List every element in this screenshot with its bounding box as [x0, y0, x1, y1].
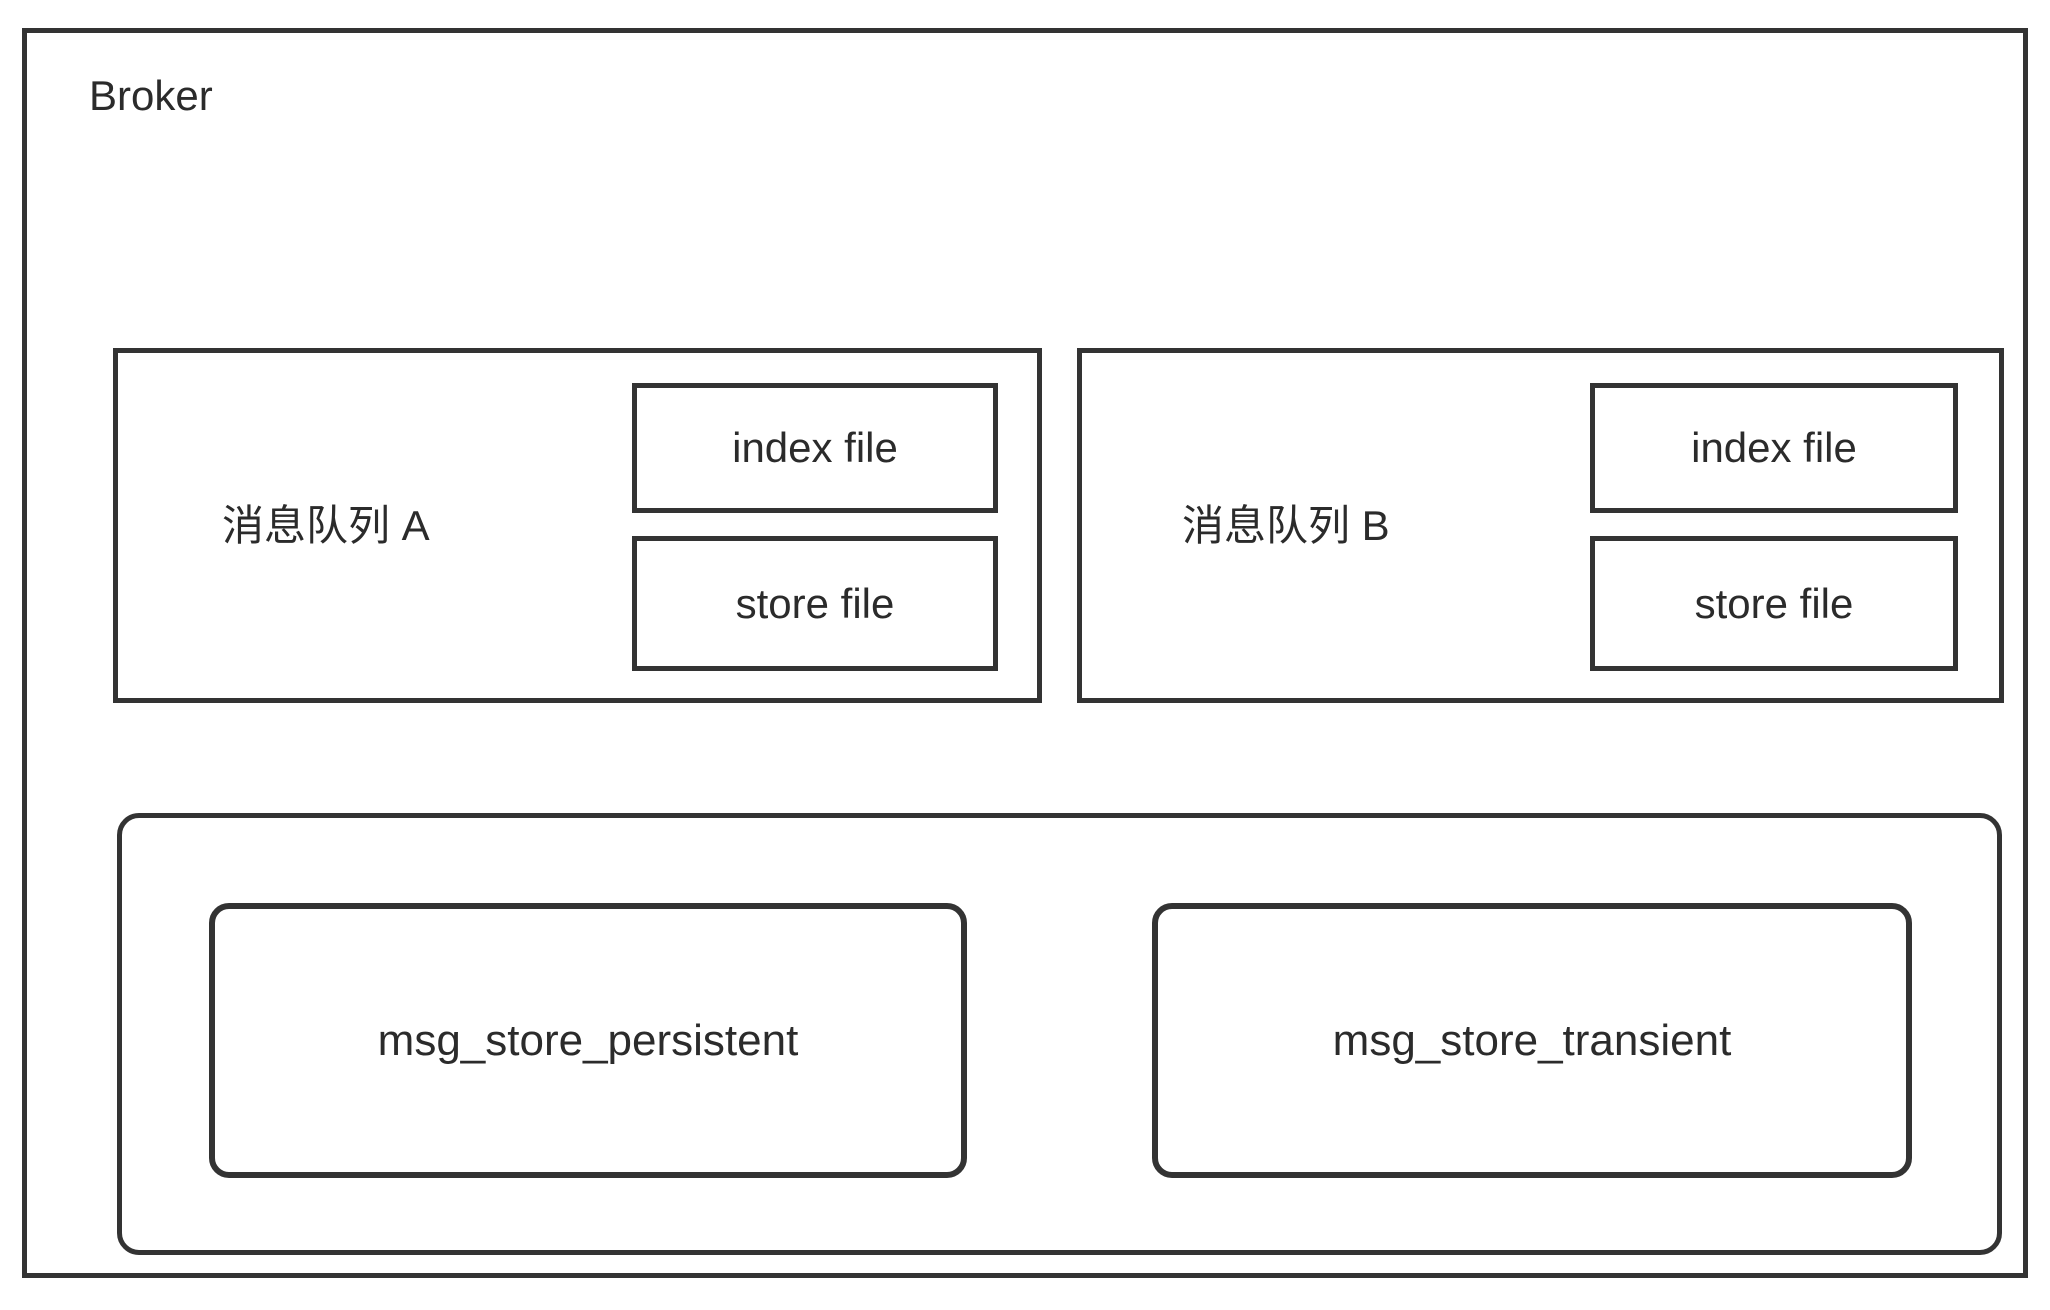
message-store-container: msg_store_persistent msg_store_transient — [117, 813, 2002, 1255]
broker-title: Broker — [89, 72, 213, 119]
msg-store-transient-box: msg_store_transient — [1152, 903, 1912, 1178]
queue-b-store-file-label: store file — [1694, 579, 1854, 627]
message-queue-b-box: 消息队列 B index file store file — [1077, 348, 2004, 703]
message-queue-a-box: 消息队列 A index file store file — [113, 348, 1042, 703]
message-queue-a-label: 消息队列 A — [222, 501, 430, 549]
msg-store-transient-label: msg_store_transient — [1332, 1015, 1732, 1065]
queue-a-index-file-label: index file — [732, 424, 898, 471]
queue-a-store-file-box: store file — [632, 536, 998, 671]
queue-b-index-file-label: index file — [1691, 424, 1857, 471]
message-queue-b-label: 消息队列 B — [1182, 501, 1390, 549]
queue-b-store-file-box: store file — [1590, 536, 1958, 671]
broker-container: Broker 消息队列 A index file store file 消息队列… — [22, 28, 2028, 1278]
queue-a-store-file-label: store file — [735, 579, 895, 627]
msg-store-persistent-label: msg_store_persistent — [377, 1015, 799, 1065]
msg-store-persistent-box: msg_store_persistent — [209, 903, 967, 1178]
queue-a-index-file-box: index file — [632, 383, 998, 513]
queue-b-index-file-box: index file — [1590, 383, 1958, 513]
